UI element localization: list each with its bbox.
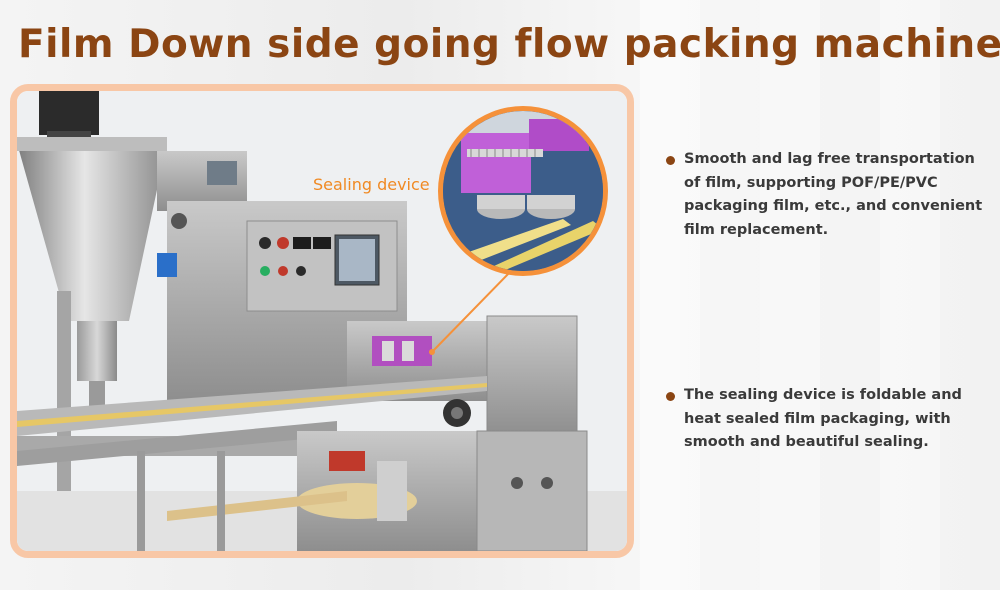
page-title: Film Down side going flow packing machin… (18, 22, 1000, 67)
background-stripe (880, 0, 940, 590)
feature-text: Smooth and lag free transportation of fi… (684, 151, 983, 238)
feature-item: The sealing device is foldable and heat … (666, 384, 996, 455)
feature-item: Smooth and lag free transportation of fi… (666, 148, 996, 242)
sealing-device-zoom (438, 106, 608, 276)
sealing-device-closeup (443, 111, 603, 271)
callout-label: Sealing device (313, 175, 430, 194)
feature-text: The sealing device is foldable and heat … (684, 387, 962, 450)
background-stripe (640, 0, 700, 590)
machine-illustration (17, 91, 627, 551)
bullet-dot-icon (666, 156, 675, 165)
bullet-dot-icon (666, 392, 675, 401)
background-stripe (760, 0, 820, 590)
